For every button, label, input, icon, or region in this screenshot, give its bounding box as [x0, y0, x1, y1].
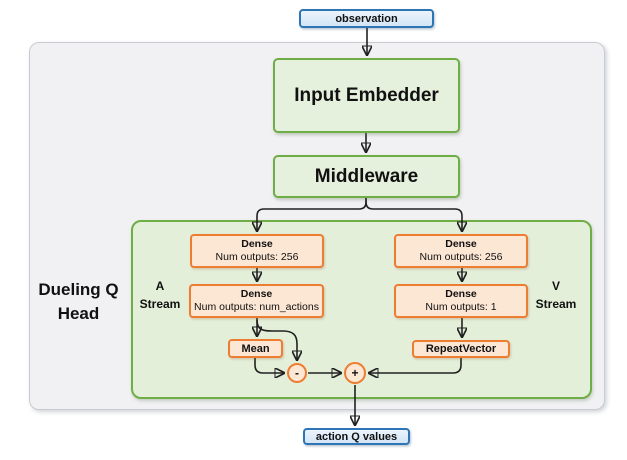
dense-title: Dense — [241, 237, 273, 250]
observation-node: observation — [299, 9, 434, 28]
repeat-vector-label: RepeatVector — [425, 343, 497, 355]
dense-num-outputs: Num outputs: 1 — [425, 301, 497, 313]
middleware-label: Middleware — [314, 165, 419, 187]
a-stream-dense-num-actions-node: Dense Num outputs: num_actions — [189, 284, 324, 318]
input-embedder-label: Input Embedder — [294, 84, 439, 106]
mean-node: Mean — [228, 339, 283, 358]
v-stream-dense-1-node: Dense Num outputs: 1 — [394, 284, 528, 318]
v-stream-dense-256-node: Dense Num outputs: 256 — [394, 234, 528, 268]
plus-symbol: + — [351, 366, 359, 380]
dueling-q-head-label: Dueling Q Head — [38, 280, 119, 323]
mean-label: Mean — [241, 342, 270, 355]
dense-title: Dense — [240, 287, 273, 300]
dense-title: Dense — [445, 287, 477, 300]
dense-num-outputs: Num outputs: 256 — [419, 251, 503, 263]
add-operator-node: + — [344, 362, 366, 384]
middleware-node: Middleware — [273, 155, 460, 198]
repeat-vector-node: RepeatVector — [412, 340, 510, 358]
a-stream-label: A Stream — [139, 279, 181, 311]
action-q-values-label: action Q values — [315, 430, 398, 443]
dense-num-outputs: Num outputs: num_actions — [194, 301, 319, 313]
v-stream-label: V Stream — [535, 279, 577, 311]
dense-title: Dense — [445, 237, 477, 250]
observation-label: observation — [335, 12, 398, 25]
a-stream-dense-256-node: Dense Num outputs: 256 — [190, 234, 324, 268]
dense-num-outputs: Num outputs: 256 — [215, 251, 299, 263]
input-embedder-node: Input Embedder — [273, 58, 460, 133]
minus-symbol: - — [295, 366, 299, 380]
subtract-operator-node: - — [287, 363, 307, 383]
action-q-values-node: action Q values — [303, 428, 410, 445]
